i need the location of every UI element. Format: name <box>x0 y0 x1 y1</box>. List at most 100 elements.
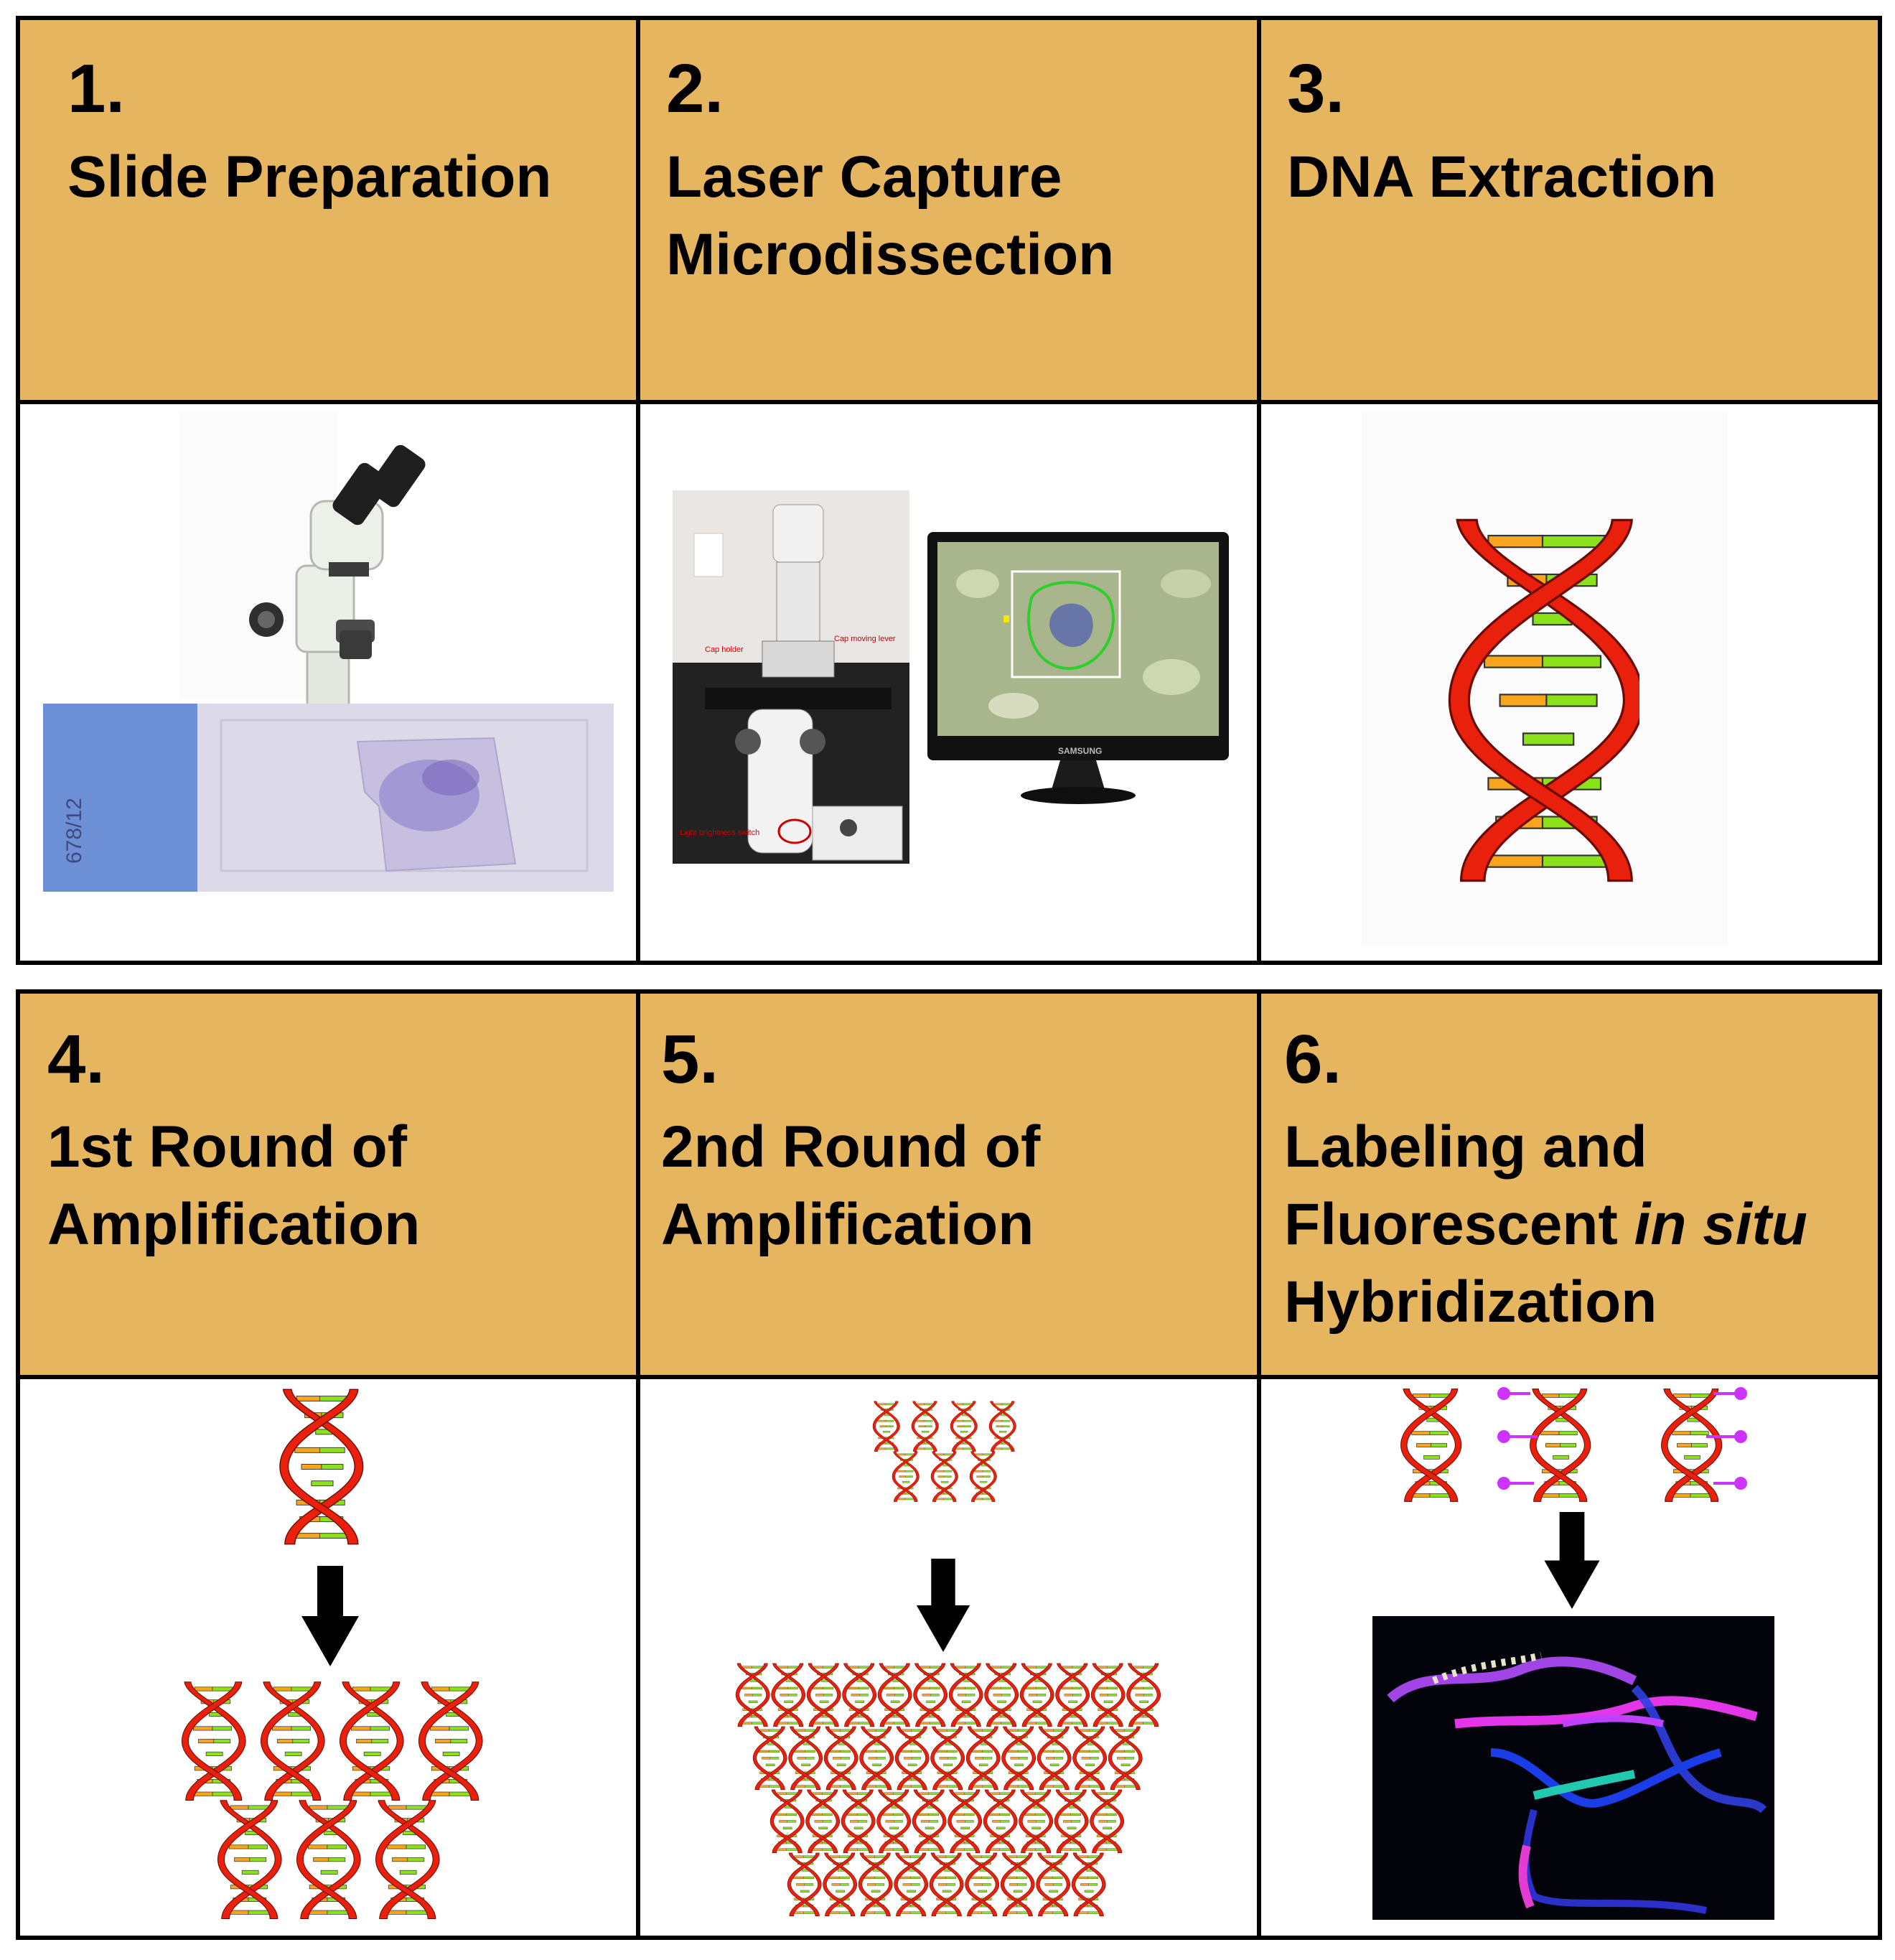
dna-helix-icon <box>930 1451 958 1502</box>
step-6-header: 6. Labeling and Fluorescent in situ Hybr… <box>1261 994 1878 1379</box>
step-1-header: 1. Slide Preparation <box>20 20 640 404</box>
step-3-image <box>1261 404 1878 961</box>
dna-helix-icon <box>988 1401 1016 1452</box>
dna-helix-icon <box>1072 1726 1107 1791</box>
dna-helix-icon <box>965 1852 999 1917</box>
step-6-title-italic: in situ <box>1634 1192 1807 1257</box>
dna-helix-icon <box>1090 1789 1124 1854</box>
dna-helix-icon <box>1126 1663 1161 1727</box>
step-3-header: 3. DNA Extraction <box>1261 20 1878 404</box>
dna-helix-icon <box>823 1726 858 1791</box>
dna-helix-icon <box>805 1789 840 1854</box>
step-4-title: 1st Round of Amplification <box>47 1109 420 1264</box>
step-4-title-line-1: 1st Round of <box>47 1114 408 1180</box>
dna-helix-icon <box>913 1663 948 1727</box>
dna-helix-icon <box>279 1389 364 1545</box>
dna-helix-icon <box>752 1726 787 1791</box>
step-6-number: 6. <box>1284 1021 1342 1098</box>
step-6-title: Labeling and Fluorescent in situ Hybridi… <box>1284 1109 1807 1341</box>
dna-helix-icon <box>771 1663 805 1727</box>
dna-helix-icon <box>1037 1726 1072 1791</box>
dna-helix-icon <box>418 1681 483 1801</box>
dna-helix-icon <box>1019 1789 1053 1854</box>
dna-helix-icon <box>217 1800 282 1920</box>
step-1-title: Slide Preparation <box>67 139 551 216</box>
monitor-brand: SAMSUNG <box>1058 746 1102 756</box>
dna-helix-icon <box>1000 1852 1035 1917</box>
dna-helix-icon <box>181 1681 246 1801</box>
down-arrow-icon <box>1544 1512 1600 1609</box>
dna-helix-icon <box>894 1726 930 1791</box>
dna-helix-icon <box>969 1451 997 1502</box>
dna-helix-icon <box>339 1681 404 1801</box>
dna-helix-icon <box>948 1789 982 1854</box>
step-2-header: 2. Laser Capture Microdissection <box>640 20 1261 404</box>
step-4-title-line-2: Amplification <box>47 1192 421 1257</box>
lcm-microscope-icon: Cap holder Cap moving lever Light bright… <box>673 490 909 864</box>
step-1-title-line-1: Slide Preparation <box>67 144 552 210</box>
fluorophore-icon <box>1497 1477 1510 1490</box>
dna-helix-icon <box>929 1852 964 1917</box>
step-5-title: 2nd Round of Amplification <box>661 1109 1040 1264</box>
dna-helix-icon <box>1108 1726 1143 1791</box>
dna-helix-icon <box>1071 1852 1106 1917</box>
dna-helix-icon <box>735 1663 770 1727</box>
top-panel: 1. Slide Preparation 2. Laser Capture Mi… <box>16 16 1882 965</box>
step-4-header: 4. 1st Round of Amplification <box>20 994 640 1379</box>
dna-helix-icon <box>1036 1852 1070 1917</box>
dna-helix-icon <box>788 1726 823 1791</box>
dna-helix-icon <box>841 1789 876 1854</box>
dna-helix-icon <box>1400 1389 1462 1502</box>
step-6-title-line-2: Fluorescent in situ <box>1284 1186 1807 1264</box>
dna-helix-icon <box>894 1852 928 1917</box>
step-1-image: 678/12 <box>20 404 640 961</box>
dna-helix-icon <box>1090 1663 1126 1727</box>
step-3-title-line-1: DNA Extraction <box>1287 144 1717 210</box>
step-4-number: 4. <box>47 1021 106 1098</box>
step-5-header: 5. 2nd Round of Amplification <box>640 994 1261 1379</box>
fluorophore-icon <box>1497 1387 1510 1400</box>
dna-helix-icon <box>806 1663 841 1727</box>
dna-helix-icon <box>787 1852 822 1917</box>
step-5-image <box>640 1379 1261 1936</box>
step-5-number: 5. <box>661 1021 719 1098</box>
dna-helix-icon <box>375 1800 440 1920</box>
dna-helix-icon <box>911 1401 939 1452</box>
bottom-panel: 4. 1st Round of Amplification 5. 2nd Rou… <box>16 989 1882 1940</box>
step-2-image: Cap holder Cap moving lever Light bright… <box>640 404 1261 961</box>
dna-helix-icon <box>872 1401 900 1452</box>
dna-helix-icon <box>858 1852 893 1917</box>
fluorophore-icon <box>1734 1387 1747 1400</box>
dna-helix-icon <box>1055 1663 1090 1727</box>
dna-helix-icon <box>859 1726 894 1791</box>
step-1-number: 1. <box>67 50 126 127</box>
down-arrow-icon <box>301 1566 359 1666</box>
fluorescence-image <box>1372 1616 1774 1920</box>
dna-helix-icon <box>296 1800 361 1920</box>
step-5-title-line-2: Amplification <box>661 1192 1034 1257</box>
step-2-title: Laser Capture Microdissection <box>666 139 1114 294</box>
dna-helix-icon <box>1529 1389 1591 1502</box>
fluorophore-icon <box>1734 1477 1747 1490</box>
annotation-cap-lever: Cap moving lever <box>834 635 896 643</box>
step-2-number: 2. <box>666 50 724 127</box>
step-6-title-line-1: Labeling and <box>1284 1114 1647 1180</box>
annotation-cap-holder: Cap holder <box>705 645 744 654</box>
fluorophore-icon <box>1497 1430 1510 1443</box>
down-arrow-icon <box>916 1559 970 1652</box>
step-5-title-line-1: 2nd Round of <box>661 1114 1041 1180</box>
dna-helix-icon <box>1019 1663 1054 1727</box>
dna-helix-icon <box>983 1789 1018 1854</box>
glass-slide-icon: 678/12 <box>43 704 614 892</box>
step-3-number: 3. <box>1287 50 1345 127</box>
step-6-title-line-2-text: Fluorescent <box>1284 1192 1634 1257</box>
annotation-brightness: Light brightness switch <box>680 829 759 837</box>
dna-helix-icon <box>965 1726 1001 1791</box>
fluorophore-icon <box>1734 1430 1747 1443</box>
dna-helix-icon <box>823 1852 857 1917</box>
dna-helix-icon <box>1660 1389 1723 1502</box>
dna-helix-icon <box>948 1663 983 1727</box>
step-3-title: DNA Extraction <box>1287 139 1716 216</box>
monitor-icon: SAMSUNG <box>927 532 1229 804</box>
dna-helix-icon <box>769 1789 805 1854</box>
